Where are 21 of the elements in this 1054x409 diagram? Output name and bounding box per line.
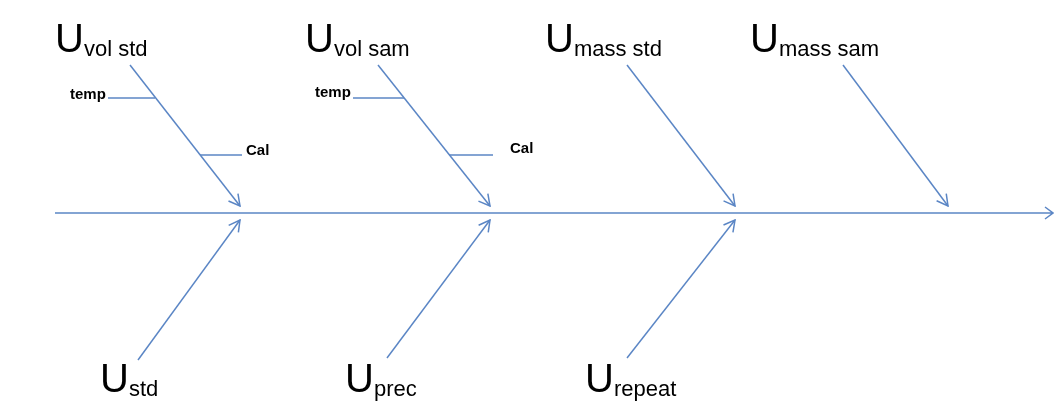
arrow [137, 219, 241, 361]
uncertainty-label: U$_{std}$ [100, 358, 159, 398]
branch-line [107, 97, 156, 99]
arrow [626, 219, 736, 359]
branch-line [199, 154, 243, 156]
uncertainty-label: U$_{mass std}$ [545, 18, 662, 58]
cause-label: Cal [510, 140, 534, 155]
arrow [386, 219, 491, 359]
arrow [842, 64, 949, 207]
arrow [377, 64, 491, 207]
branch-line [448, 154, 494, 156]
uncertainty-label: U$_{vol std}$ [55, 18, 148, 58]
arrow [129, 64, 241, 207]
cause-label: temp [315, 84, 351, 99]
uncertainty-label: U$_{mass sam}$ [750, 18, 880, 58]
uncertainty-label: U$_{vol sam}$ [305, 18, 410, 58]
branch-line [352, 97, 405, 99]
cause-label: temp [70, 86, 106, 101]
arrow [626, 64, 736, 207]
spine-arrow [55, 206, 1054, 220]
cause-label: Cal [246, 142, 270, 157]
